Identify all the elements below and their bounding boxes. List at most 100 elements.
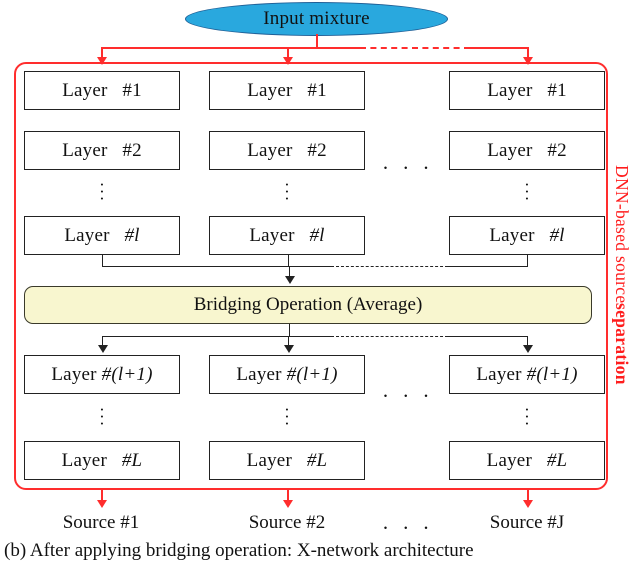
layer-word-cJ-r3: Layer [489,224,535,246]
collector-bar-right [448,266,528,267]
source-label-J: Source #J [489,512,565,533]
fanout-bar-left [102,336,334,337]
output-drop-cJ [527,490,529,502]
output-drop-c2 [287,490,289,502]
collector-stub-cJ [527,255,528,266]
output-arrow-cJ [523,500,533,508]
vertical-ellipsis-cJ-lower: · · · [522,401,532,433]
dot: · [284,189,290,208]
dot: · [284,400,290,419]
fanout-drop-c2 [288,336,289,347]
dot: · [284,175,290,194]
input-arrow-1 [97,57,107,65]
layer-box-c2-r3: Layer #l [209,216,365,255]
dnn-separation-enclosure [14,62,608,490]
layer-box-c1-r2: Layer #2 [24,131,180,170]
fanout-arrow-cJ [523,345,533,353]
input-mixture-node: Input mixture [185,2,448,36]
layer-tag-c2-r3: #l [309,224,325,246]
dot: · [284,414,290,433]
layer-word-c2-r1: Layer [247,79,293,101]
vertical-ellipsis-c1-upper: · · · [97,175,107,208]
dot: · [99,400,105,419]
source-ellipsis: · · · [382,516,434,540]
dot: · [99,414,105,433]
layer-word-c2-r4: Layer [236,363,282,385]
input-bus-dashed [360,47,470,49]
layer-word-c2-r3: Layer [249,224,295,246]
layer-word-c2-r2: Layer [247,139,293,161]
output-arrow-c2 [283,500,293,508]
input-arrow-3 [523,57,533,65]
fanout-arrow-c1 [98,345,108,353]
layer-word-cJ-r4: Layer [476,363,522,385]
layer-tag-c2-r2: #2 [307,139,327,161]
dot: · [99,182,105,201]
layer-tag-c2-r5: #L [306,449,328,471]
vertical-ellipsis-c1-lower: · · · [97,400,107,433]
dot: · [524,407,530,426]
layer-word-cJ-r5: Layer [486,449,532,471]
layer-box-cJ-r4: Layer #(l+1) [449,355,605,394]
layer-tag-c1-r1: #1 [122,79,142,101]
collector-stub-c2 [288,255,289,266]
layer-word-c1-r3: Layer [64,224,110,246]
bridging-operation-node: Bridging Operation (Average) [24,286,592,324]
output-arrow-c1 [97,500,107,508]
fanout-drop-c1 [102,336,103,347]
dot: · [99,407,105,426]
layer-box-c1-r3: Layer #l [24,216,180,255]
layer-tag-c1-r5: #L [121,449,143,471]
input-stem [316,34,318,48]
layer-box-c2-r5: Layer #L [209,441,365,480]
layer-word-c1-r5: Layer [61,449,107,471]
layer-box-c1-r5: Layer #L [24,441,180,480]
layer-tag-cJ-r5: #L [546,449,568,471]
bridge-input-arrow [285,276,295,284]
layer-tag-cJ-r3: #l [549,224,565,246]
input-bus-right-2 [468,47,528,49]
layer-box-c2-r1: Layer #1 [209,71,365,110]
layer-tag-cJ-r2: #2 [547,139,567,161]
bridging-operation-label: Bridging Operation (Average) [193,294,423,315]
dnn-separation-label-bold: separation [612,303,632,386]
column-ellipsis-upper: · · · [382,156,434,180]
dnn-separation-label-plain: DNN-based source [612,164,632,304]
source-label-2: Source #2 [248,512,326,533]
layer-word-cJ-r1: Layer [487,79,533,101]
layer-word-c2-r5: Layer [246,449,292,471]
column-ellipsis-lower: · · · [382,384,434,408]
collector-bar-left [102,266,334,267]
input-drop-1 [101,47,103,59]
layer-box-cJ-r1: Layer #1 [449,71,605,110]
dot: · [524,182,530,201]
layer-word-c1-r1: Layer [62,79,108,101]
layer-box-cJ-r3: Layer #l [449,216,605,255]
dot: · [284,182,290,201]
layer-box-cJ-r5: Layer #L [449,441,605,480]
input-bus-left [101,47,317,49]
fanout-drop-cJ [527,336,528,347]
fanout-arrow-c2 [284,345,294,353]
dot: · [524,414,530,433]
dot: · [99,175,105,194]
layer-word-c1-r2: Layer [62,139,108,161]
input-drop-2 [287,47,289,59]
layer-box-c2-r4: Layer #(l+1) [209,355,365,394]
vertical-ellipsis-cJ-upper: · · · [522,176,532,207]
figure-caption: (b) After applying bridging operation: X… [4,540,474,561]
input-drop-3 [527,47,529,59]
layer-box-c1-r1: Layer #1 [24,71,180,110]
layer-tag-cJ-r4: #(l+1) [526,363,578,385]
collector-drop-to-bridge [289,266,290,278]
vertical-ellipsis-c2-lower: · · · [282,400,292,433]
input-bus-right [316,47,362,49]
layer-box-c2-r2: Layer #2 [209,131,365,170]
layer-tag-c1-r3: #l [124,224,140,246]
fanout-bar-right [448,336,528,337]
dot: · [99,189,105,208]
layer-tag-c2-r1: #1 [307,79,327,101]
dot: · [284,407,290,426]
collector-bar-dashed [336,266,448,267]
